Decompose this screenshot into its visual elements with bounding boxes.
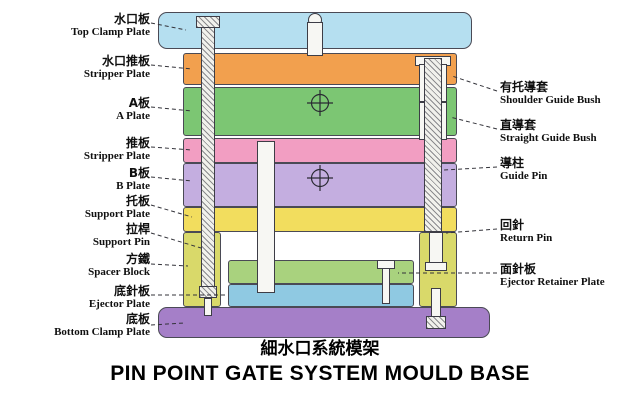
title-english: PIN POINT GATE SYSTEM MOULD BASE [110, 362, 530, 385]
label-en: Guide Pin [500, 170, 548, 182]
label-en: Return Pin [500, 232, 553, 244]
support-pin-bolt-head [199, 286, 217, 298]
label-top-clamp-plate: 水口板 Top Clamp Plate [4, 12, 150, 39]
label-en: Support Plate [84, 208, 150, 220]
label-cn: 水口推板 [101, 54, 150, 68]
support-plate [183, 207, 457, 232]
stripper-plate [183, 138, 457, 163]
label-cn: 托板 [125, 194, 150, 208]
return-pin-head [425, 262, 447, 271]
label-cn: 直導套 [500, 118, 537, 132]
label-ejector-retainer-plate: 面針板 Ejector Retainer Plate [500, 262, 638, 289]
label-en: Stripper Plate [83, 150, 150, 162]
label-en: Stripper Plate [83, 68, 150, 80]
label-support-plate: 托板 Support Plate [4, 194, 150, 221]
label-en: B Plate [116, 180, 150, 192]
label-support-pin: 拉桿 Support Pin [4, 222, 150, 249]
leader-straight-guide-bush [449, 116, 498, 130]
label-ejector-plate: 底針板 Ejector Plate [4, 284, 150, 311]
support-pillar [257, 141, 275, 293]
label-guide-pin: 導柱 Guide Pin [500, 156, 638, 183]
label-en: Bottom Clamp Plate [54, 326, 150, 338]
title-chinese: 細水口系統模架 [260, 339, 380, 359]
leader-shoulder-guide-bush [451, 75, 498, 92]
label-en: Top Clamp Plate [70, 26, 150, 38]
label-en: Spacer Block [88, 266, 150, 278]
clamp-bolt-shaft [431, 288, 441, 318]
label-cn: 有托導套 [500, 80, 549, 94]
label-a-plate: A板 A Plate [4, 96, 150, 123]
support-pin-head [196, 16, 220, 28]
title-block: 細水口系統模架 PIN POINT GATE SYSTEM MOULD BASE [0, 339, 640, 387]
label-cn: 水口板 [113, 12, 150, 26]
label-b-plate: B板 B Plate [4, 166, 150, 193]
label-return-pin: 回針 Return Pin [500, 218, 638, 245]
label-cn: 導柱 [500, 156, 525, 170]
label-spacer-block: 方鐵 Spacer Block [4, 252, 150, 279]
support-pin-shaft [201, 27, 215, 288]
label-en: Ejector Retainer Plate [500, 276, 605, 288]
label-cn: 拉桿 [125, 222, 150, 236]
label-en: A Plate [116, 110, 150, 122]
guide-pin [424, 58, 442, 232]
label-bottom-clamp-plate: 底板 Bottom Clamp Plate [4, 312, 150, 339]
b-plate [183, 163, 457, 207]
sprue-bush-shaft [307, 22, 323, 56]
label-en: Support Pin [92, 236, 150, 248]
label-cn: B板 [128, 166, 150, 180]
label-shoulder-guide-bush: 有托導套 Shoulder Guide Bush [500, 80, 638, 107]
label-en: Straight Guide Bush [500, 132, 597, 144]
label-upper-stripper-plate: 水口推板 Stripper Plate [4, 54, 150, 81]
return-pin-shaft [429, 232, 443, 264]
a-plate [183, 87, 457, 136]
clamp-bolt-head [426, 316, 446, 329]
support-pin-bolt-shaft [204, 298, 212, 316]
label-cn: A板 [128, 96, 150, 110]
ejector-pin-shaft [382, 268, 390, 304]
label-cn: 方鐵 [125, 252, 150, 266]
label-cn: 推板 [125, 136, 150, 150]
label-en: Ejector Plate [88, 298, 150, 310]
label-cn: 底針板 [113, 284, 150, 298]
label-cn: 底板 [125, 312, 150, 326]
upper-stripper-plate [183, 53, 457, 85]
label-straight-guide-bush: 直導套 Straight Guide Bush [500, 118, 638, 145]
label-cn: 面針板 [500, 262, 537, 276]
label-cn: 回針 [500, 218, 525, 232]
label-stripper-plate: 推板 Stripper Plate [4, 136, 150, 163]
label-en: Shoulder Guide Bush [500, 94, 601, 106]
